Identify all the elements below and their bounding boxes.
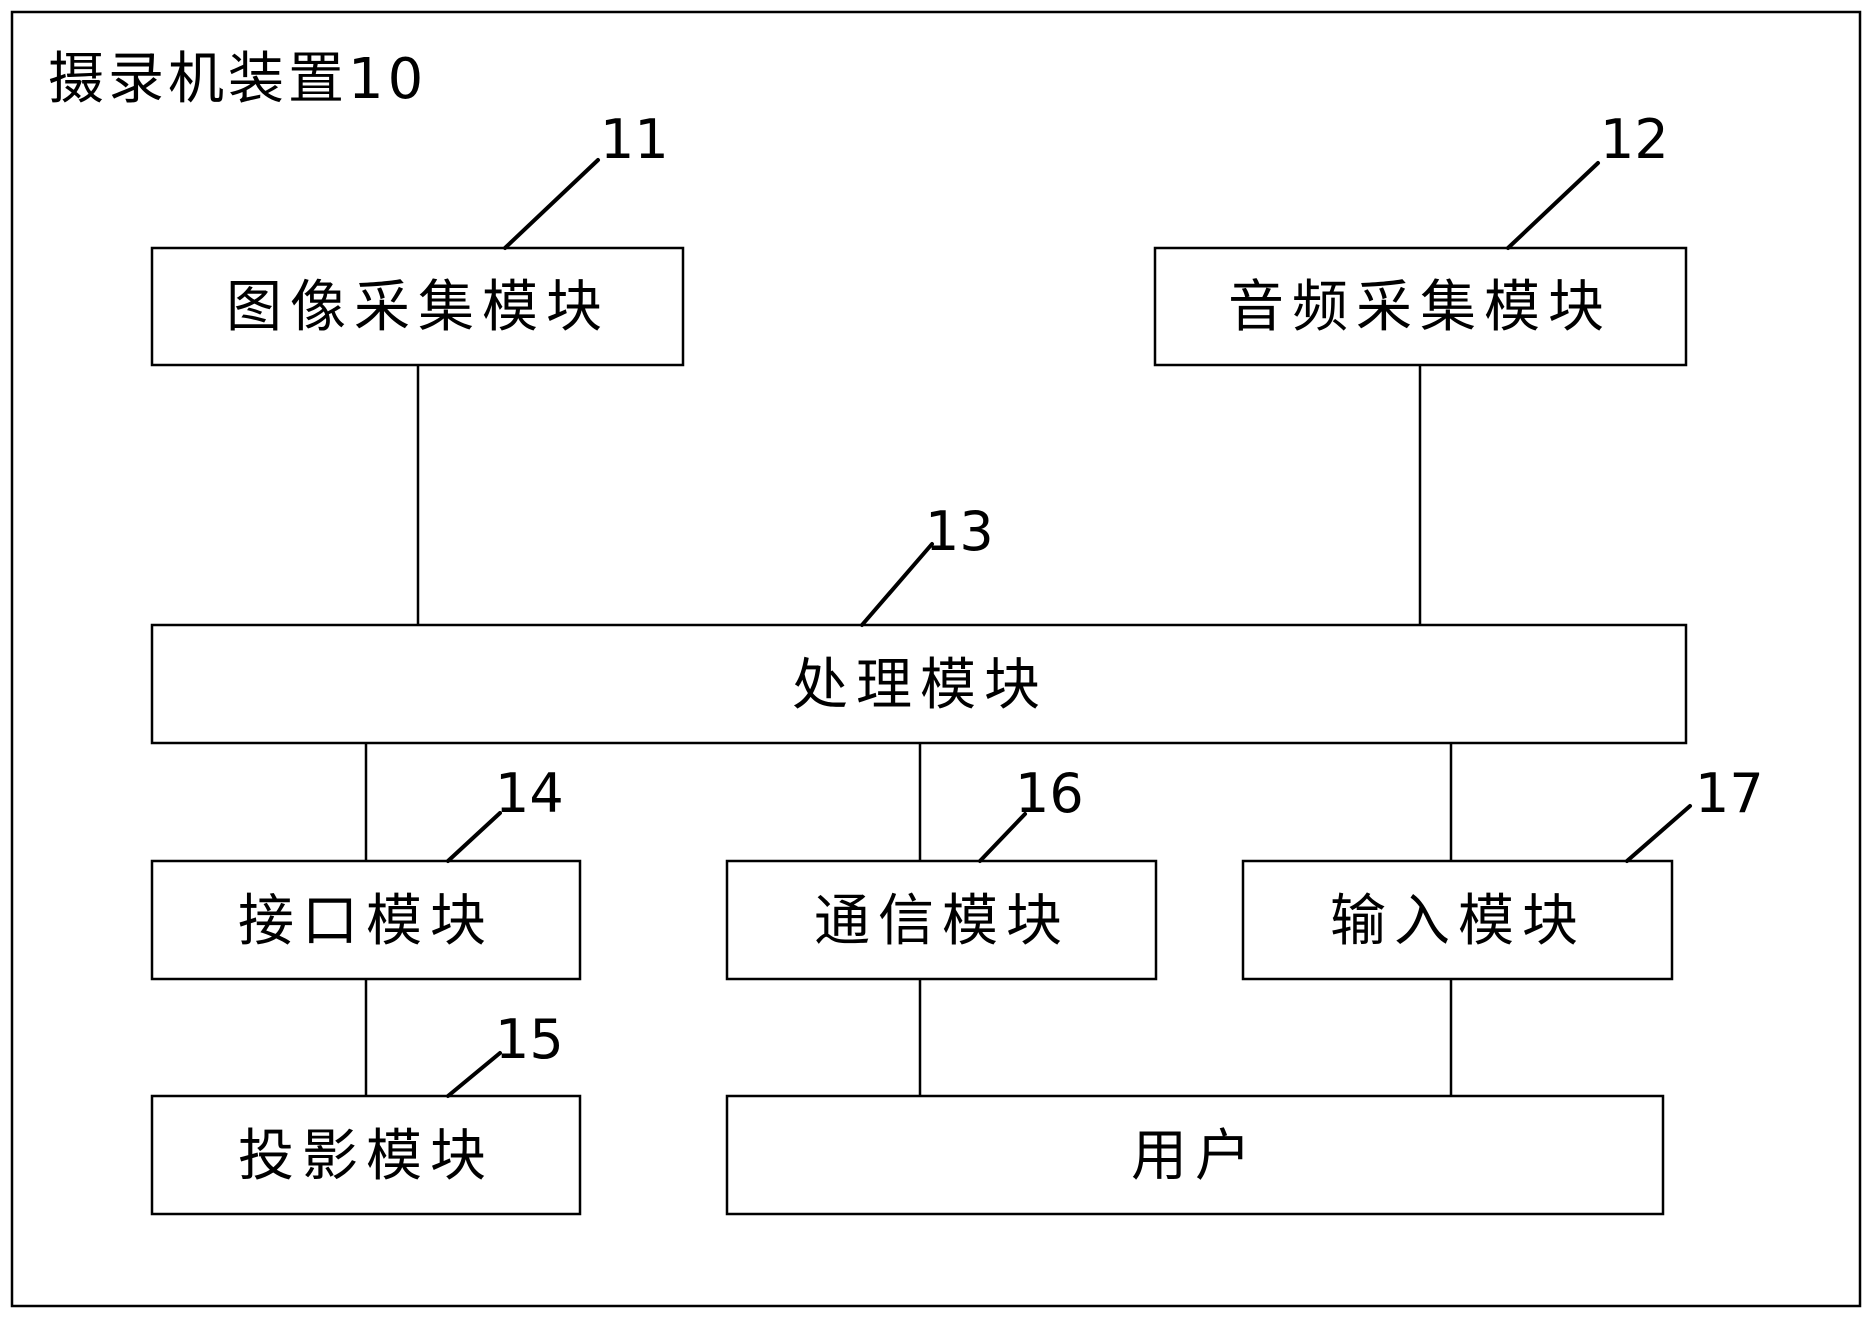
projection-module-label: 投影模块: [238, 1124, 494, 1189]
ref-17-leader: [1627, 806, 1690, 861]
ref-12-leader: [1508, 163, 1598, 248]
image-capture-module-label: 图像采集模块: [226, 275, 610, 340]
ref-16-label: 16: [1015, 762, 1084, 825]
interface-module-label: 接口模块: [238, 889, 494, 954]
ref-11-leader: [505, 160, 598, 248]
ref-14-label: 14: [495, 762, 564, 825]
ref-13-leader: [862, 544, 932, 625]
ref-15-label: 15: [495, 1008, 564, 1071]
audio-capture-module-label: 音频采集模块: [1228, 275, 1612, 340]
ref-14-leader: [448, 813, 500, 861]
ref-11-label: 11: [600, 108, 669, 171]
ref-15-leader: [448, 1053, 500, 1096]
ref-13-label: 13: [925, 500, 994, 563]
ref-17-label: 17: [1695, 762, 1764, 825]
communication-module-label: 通信模块: [814, 889, 1070, 954]
input-module-label: 输入模块: [1330, 889, 1586, 954]
device-title: 摄录机装置10: [48, 47, 427, 112]
processing-module-label: 处理模块: [792, 653, 1048, 718]
ref-12-label: 12: [1600, 108, 1669, 171]
user-label: 用户: [1131, 1124, 1259, 1189]
